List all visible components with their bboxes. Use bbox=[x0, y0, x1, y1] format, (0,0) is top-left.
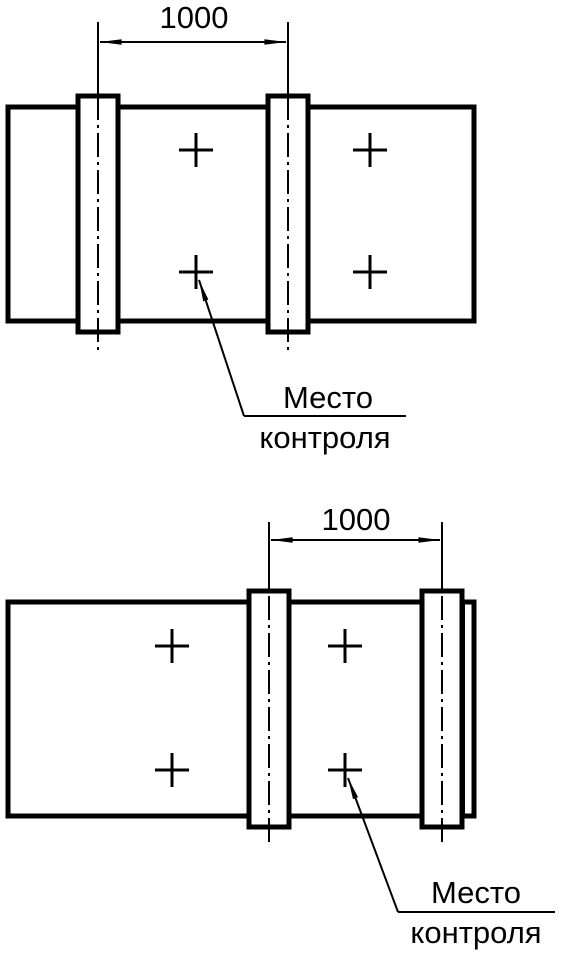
control-point-cross bbox=[179, 133, 213, 167]
control-point-cross bbox=[155, 753, 189, 787]
leader-line bbox=[198, 279, 245, 417]
control-point-cross bbox=[179, 255, 213, 289]
figure-bottom bbox=[5, 522, 555, 913]
control-point-cross bbox=[328, 629, 362, 663]
control-point-cross bbox=[353, 255, 387, 289]
dimension-label: 1000 bbox=[160, 0, 229, 35]
dimension-label: 1000 bbox=[322, 502, 391, 537]
callout-line-1: Место bbox=[431, 875, 521, 910]
leader-line bbox=[347, 777, 399, 913]
figure-top bbox=[5, 22, 477, 417]
callout-line-1: Место bbox=[283, 380, 373, 415]
pipe-body bbox=[5, 599, 477, 819]
control-point-cross bbox=[328, 753, 362, 787]
callout-line-2: контроля bbox=[410, 915, 541, 950]
callout-line-2: контроля bbox=[259, 420, 390, 455]
control-point-cross bbox=[155, 629, 189, 663]
control-point-cross bbox=[353, 133, 387, 167]
